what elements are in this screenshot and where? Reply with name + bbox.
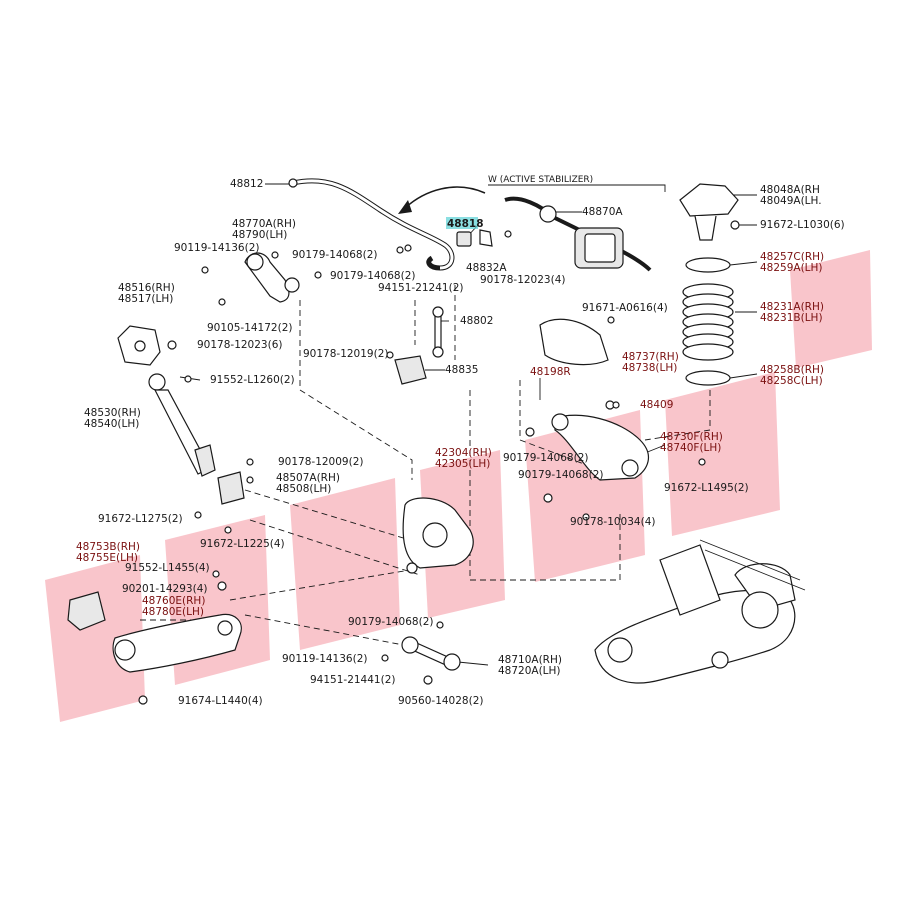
highlight-box bbox=[446, 217, 478, 229]
cover-48737 bbox=[539, 318, 609, 366]
label-48737: 48737(RH) bbox=[622, 351, 679, 363]
label-48049a: 48049A(LH. bbox=[760, 195, 822, 207]
label-90179-14068-a: 90179-14068(2) bbox=[292, 249, 377, 261]
label-90178-10034: 90178-10034(4) bbox=[570, 516, 655, 528]
bracket-48516 bbox=[117, 325, 161, 366]
label-48258c: 48258C(LH) bbox=[760, 375, 823, 387]
label-48780e: 48780E(LH) bbox=[142, 606, 204, 618]
label-48835: 48835 bbox=[445, 364, 478, 376]
label-48231b: 48231B(LH) bbox=[760, 312, 823, 324]
label-48507a: 48507A(RH) bbox=[276, 472, 340, 484]
label-42304: 42304(RH) bbox=[435, 447, 492, 459]
label-48409: 48409 bbox=[640, 399, 673, 411]
label-90119-14136-bot: 90119-14136(2) bbox=[282, 653, 367, 665]
label-48530: 48530(RH) bbox=[84, 407, 141, 419]
knuckle bbox=[402, 497, 474, 574]
bushing-48818 bbox=[456, 229, 512, 247]
label-48720a: 48720A(LH) bbox=[498, 665, 561, 677]
label-48231a: 48231A(RH) bbox=[760, 301, 824, 313]
shock-absorber bbox=[148, 373, 216, 477]
label-90179-14068-e: 90179-14068(2) bbox=[348, 616, 433, 628]
label-48048a: 48048A(RH bbox=[760, 184, 820, 196]
label-48753b: 48753B(RH) bbox=[76, 541, 140, 553]
label-48710a: 48710A(RH) bbox=[498, 654, 562, 666]
label-48540: 48540(LH) bbox=[84, 418, 139, 430]
label-91552-l1455: 91552-L1455(4) bbox=[125, 562, 210, 574]
label-90179-14068-d: 90179-14068(2) bbox=[518, 469, 603, 481]
label-42305: 42305(LH) bbox=[435, 458, 490, 470]
label-48738: 48738(LH) bbox=[622, 362, 677, 374]
label-48516: 48516(RH) bbox=[118, 282, 175, 294]
label-48870a: 48870A bbox=[582, 206, 623, 218]
label-48832a: 48832A bbox=[466, 262, 507, 274]
label-91672-l1030: 91672-L1030(6) bbox=[760, 219, 845, 231]
label-48730f: 48730F(RH) bbox=[660, 431, 723, 443]
spring-assembly bbox=[682, 257, 734, 386]
label-94151-21441: 94151-21441(2) bbox=[310, 674, 395, 686]
label-90178-12023-4: 90178-12023(4) bbox=[480, 274, 565, 286]
label-91552-l1260: 91552-L1260(2) bbox=[210, 374, 295, 386]
label-48755e: 48755E(LH) bbox=[76, 552, 138, 564]
stabilizer-link bbox=[394, 306, 444, 385]
label-48257c: 48257C(RH) bbox=[760, 251, 824, 263]
label-90119-14136-top: 90119-14136(2) bbox=[174, 242, 259, 254]
label-91671-a0616: 91671-A0616(4) bbox=[582, 302, 668, 314]
label-90178-12009: 90178-12009(2) bbox=[278, 456, 363, 468]
label-48198r: 48198R bbox=[530, 366, 571, 378]
lower-arm-48760e bbox=[112, 613, 242, 673]
toe-link bbox=[401, 636, 461, 671]
label-48258b: 48258B(RH) bbox=[760, 364, 824, 376]
label-91674-l1440: 91674-L1440(4) bbox=[178, 695, 263, 707]
label-90179-14068-c: 90179-14068(2) bbox=[503, 452, 588, 464]
header-note: W (ACTIVE STABILIZER) bbox=[488, 175, 593, 185]
label-48740f: 48740F(LH) bbox=[660, 442, 721, 454]
label-48508: 48508(LH) bbox=[276, 483, 331, 495]
label-48517: 48517(LH) bbox=[118, 293, 173, 305]
label-90178-12023-6: 90178-12023(6) bbox=[197, 339, 282, 351]
label-90178-12019: 90178-12019(2) bbox=[303, 348, 388, 360]
label-91672-l1275: 91672-L1275(2) bbox=[98, 513, 183, 525]
label-94151-21241-top: 94151-21241(2) bbox=[378, 282, 463, 294]
label-48818: 48818 bbox=[447, 218, 484, 230]
leader-lines bbox=[140, 183, 758, 666]
assembly-view bbox=[594, 539, 806, 684]
label-90179-14068-b: 90179-14068(2) bbox=[330, 270, 415, 282]
stabilizer-bar bbox=[288, 178, 455, 271]
label-90560-14028: 90560-14028(2) bbox=[398, 695, 483, 707]
label-48770a: 48770A(RH) bbox=[232, 218, 296, 230]
label-90201-14293: 90201-14293(4) bbox=[122, 583, 207, 595]
upper-arm bbox=[244, 252, 300, 303]
lower-arm-48730f bbox=[551, 400, 650, 481]
label-91672-l1495: 91672-L1495(2) bbox=[664, 482, 749, 494]
label-90105-14172: 90105-14172(2) bbox=[207, 322, 292, 334]
arrow-indicator bbox=[398, 186, 486, 214]
bushing-48507a bbox=[217, 471, 254, 505]
bushing-48753b bbox=[67, 591, 106, 631]
active-stabilizer-actuator bbox=[504, 196, 652, 272]
label-48790: 48790(LH) bbox=[232, 229, 287, 241]
label-48802: 48802 bbox=[460, 315, 493, 327]
label-48259a: 48259A(LH) bbox=[760, 262, 823, 274]
label-91672-l1225: 91672-L1225(4) bbox=[200, 538, 285, 550]
label-48812: 48812 bbox=[230, 178, 263, 190]
fasteners bbox=[138, 244, 706, 705]
upper-mount bbox=[679, 183, 740, 241]
label-48760e: 48760E(RH) bbox=[142, 595, 205, 607]
